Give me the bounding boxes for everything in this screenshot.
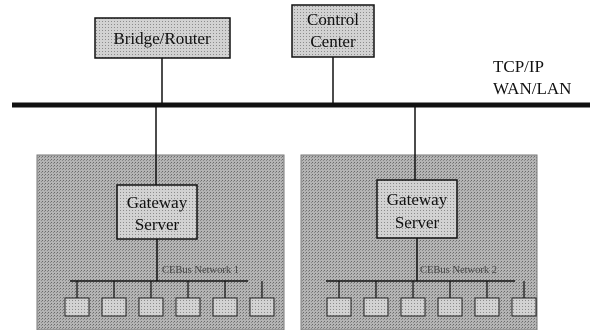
device-node	[326, 297, 352, 317]
device-node	[212, 297, 238, 317]
device-node	[511, 297, 537, 317]
device-node	[138, 297, 164, 317]
devices-1	[64, 281, 275, 317]
gateway-server-1-label-line2: Server	[135, 215, 180, 234]
control-center-node: Control Center	[291, 4, 375, 58]
control-center-label-line1: Control	[307, 10, 359, 29]
backbone-label-line1: TCP/IP	[493, 57, 544, 76]
gateway-server-1: Gateway Server	[116, 184, 198, 240]
device-node	[400, 297, 426, 317]
device-node	[101, 297, 127, 317]
device-node	[363, 297, 389, 317]
gateway-server-2-label-line2: Server	[395, 213, 440, 232]
network-label-1: CEBus Network 1	[162, 265, 239, 276]
gateway-server-2: Gateway Server	[376, 179, 458, 239]
subnet-2: Gateway Server CEBus Network 2	[300, 107, 538, 330]
devices-2	[326, 281, 537, 317]
bridge-router-label: Bridge/Router	[113, 29, 211, 48]
subnet-1: Gateway Server CEBus Network 1	[36, 107, 285, 330]
gateway-server-1-label-line1: Gateway	[127, 193, 188, 212]
device-node	[437, 297, 463, 317]
device-node	[64, 297, 90, 317]
bridge-router-node: Bridge/Router	[94, 17, 231, 59]
backbone-label-line2: WAN/LAN	[493, 79, 571, 98]
network-label-2: CEBus Network 2	[420, 265, 497, 276]
gateway-server-2-label-line1: Gateway	[387, 190, 448, 209]
control-center-label-line2: Center	[310, 32, 356, 51]
device-node	[249, 297, 275, 317]
device-node	[474, 297, 500, 317]
device-node	[175, 297, 201, 317]
